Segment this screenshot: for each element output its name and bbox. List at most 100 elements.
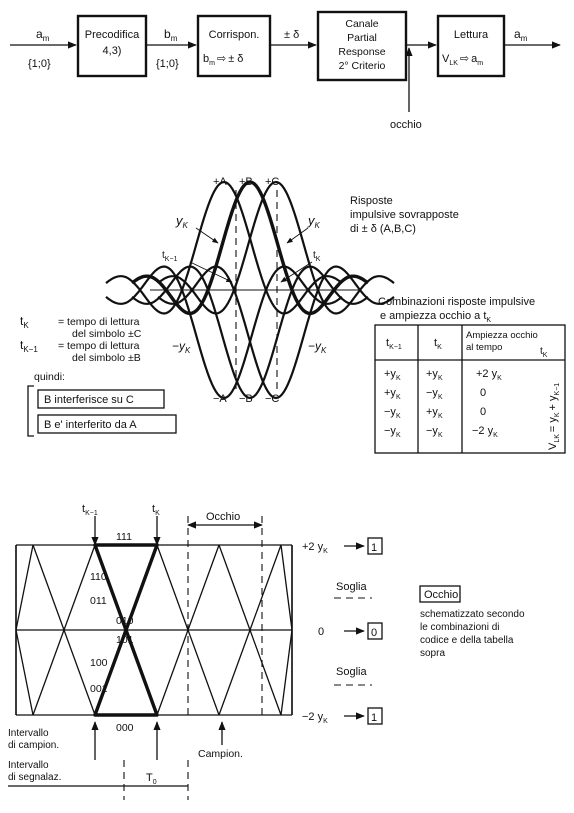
b-signal: bm bbox=[164, 27, 178, 43]
precoder-subtitle: 4,3) bbox=[103, 45, 122, 57]
header-amp2: al tempo bbox=[466, 342, 502, 353]
header-amp-t: tK bbox=[540, 346, 548, 359]
level-bot-box bbox=[367, 707, 383, 725]
yk-left-pointer bbox=[195, 227, 219, 244]
table-row: −yK +yK 0 bbox=[384, 406, 486, 420]
table-frame bbox=[374, 324, 566, 454]
soglia-lower: Soglia bbox=[336, 666, 367, 678]
impulse-curves bbox=[105, 180, 395, 400]
precoder-block bbox=[76, 14, 148, 78]
peak-b-label: +B bbox=[239, 176, 253, 188]
impulse-caption-line1: Risposte bbox=[350, 195, 393, 207]
tk1-definition-text1: = tempo di lettura bbox=[58, 340, 140, 352]
header-tk: tK bbox=[434, 337, 442, 351]
row2-tk: −yK bbox=[426, 387, 443, 401]
row1-tk: +yK bbox=[426, 368, 443, 382]
quindi-label: quindi: bbox=[34, 371, 65, 383]
row3-tk1: −yK bbox=[384, 406, 401, 420]
eye-diagonal bbox=[63, 544, 96, 631]
eye-diagonal bbox=[32, 544, 65, 631]
tk1-definition-symbol: tK−1 bbox=[20, 338, 38, 354]
interval-campion-line2: di campion. bbox=[8, 740, 59, 751]
channel-line2: Partial bbox=[347, 32, 377, 44]
legend-line2: le combinazioni di bbox=[420, 622, 500, 633]
code-011: 011 bbox=[90, 595, 107, 607]
mapper-block bbox=[196, 14, 272, 78]
channel-line4: 2° Criterio bbox=[339, 60, 386, 72]
eye-diagonal bbox=[280, 629, 293, 716]
row3-tk: +yK bbox=[426, 406, 443, 420]
statement2-box bbox=[37, 414, 177, 434]
impulse-caption-line3: di ± δ (A,B,C) bbox=[350, 223, 416, 235]
eye-diagonal bbox=[249, 629, 282, 716]
level-top-label: +2 yK bbox=[302, 541, 328, 555]
vertical-formula: VLK= yK+ yK−1 bbox=[547, 383, 561, 450]
eye-diagonal bbox=[218, 544, 251, 631]
trough-b-label: −B bbox=[239, 393, 253, 405]
level-top-box bbox=[367, 537, 383, 555]
statement2-text: B e' interferito da A bbox=[44, 419, 137, 431]
level-bot-label: −2 yK bbox=[302, 711, 328, 725]
eye-probe-label: occhio bbox=[390, 119, 422, 131]
eye-diagonal bbox=[15, 629, 34, 716]
row4-tk: −yK bbox=[426, 425, 443, 439]
definitions: tK = tempo di lettura del simbolo ±C tK−… bbox=[20, 314, 177, 437]
tk-definition-symbol: tK bbox=[20, 314, 29, 330]
statement1-box bbox=[37, 389, 165, 409]
table-row: −yK −yK −2 yK bbox=[384, 425, 498, 439]
mapper-title: Corrispon. bbox=[209, 29, 260, 41]
tk1-definition-text2: del simbolo ±B bbox=[72, 352, 141, 364]
eye-diagonal bbox=[32, 629, 65, 716]
eye-diagonal bbox=[218, 629, 251, 716]
code-110: 110 bbox=[90, 571, 107, 583]
block-diagram: am {1;0} Precodifica 4,3) bm {1;0} Corri… bbox=[10, 10, 561, 131]
level-mid-bit: 0 bbox=[371, 627, 377, 639]
header-amp1: Ampiezza occhio bbox=[466, 330, 538, 341]
level-mid-box bbox=[367, 622, 383, 640]
mapper-output-label: ± δ bbox=[284, 29, 299, 41]
code-010: 010 bbox=[116, 615, 134, 627]
channel-line3: Response bbox=[338, 46, 385, 58]
peak-a-label: +A bbox=[213, 176, 227, 188]
statement1-text: B interferisce su C bbox=[44, 394, 134, 406]
precoder-title: Precodifica bbox=[85, 29, 140, 41]
combo-table: Combinazioni risposte impulsive e ampiez… bbox=[374, 296, 566, 454]
impulse-curve-pos-c bbox=[157, 180, 395, 315]
yk-right-pointer bbox=[286, 227, 309, 244]
reader-rule: VLK⇨am bbox=[442, 53, 483, 67]
reader-block bbox=[436, 14, 506, 78]
neg-yk-right-label: −yK bbox=[308, 339, 327, 355]
reader-title: Lettura bbox=[454, 29, 489, 41]
eye-upper-triangle bbox=[93, 543, 159, 632]
tk-impulse-pointer bbox=[280, 261, 313, 283]
row4-tk1: −yK bbox=[384, 425, 401, 439]
impulse-plot: +A +B +C −A −B −C yK yK tK−1 tK −yK −yK … bbox=[105, 176, 459, 405]
eye-diagonal bbox=[280, 544, 293, 631]
impulse-curve-neg-a bbox=[105, 265, 343, 400]
table-row: +yK +yK +2 yK bbox=[384, 368, 502, 382]
row1-amp: +2 yK bbox=[476, 368, 502, 382]
channel-line1: Canale bbox=[345, 18, 378, 30]
trough-c-label: −C bbox=[265, 393, 279, 405]
eye-diagonal bbox=[156, 544, 189, 631]
table-title1: Combinazioni risposte impulsive bbox=[378, 296, 535, 308]
campion-label: Campion. bbox=[198, 748, 243, 760]
table-title2: e ampiezza occhio a tK bbox=[380, 310, 491, 324]
peak-c-label: +C bbox=[265, 176, 279, 188]
eye-tk1-label: tK−1 bbox=[82, 503, 98, 517]
tk-impulse-label: tK bbox=[313, 250, 321, 263]
mapper-rule: bm⇨± δ bbox=[203, 53, 243, 67]
impulse-curve-neg-b bbox=[131, 265, 369, 400]
channel-block bbox=[316, 10, 408, 82]
code-100: 100 bbox=[90, 657, 108, 669]
header-tk1: tK−1 bbox=[386, 337, 402, 351]
interval-segn-line2: di segnalaz. bbox=[8, 772, 61, 783]
level-bot-bit: 1 bbox=[371, 712, 377, 724]
b-set: {1;0} bbox=[156, 58, 179, 70]
code-111: 111 bbox=[116, 531, 132, 543]
tk-definition-text2: del simbolo ±C bbox=[72, 328, 142, 340]
row3-amp: 0 bbox=[480, 406, 486, 418]
statement-brace bbox=[27, 385, 34, 437]
